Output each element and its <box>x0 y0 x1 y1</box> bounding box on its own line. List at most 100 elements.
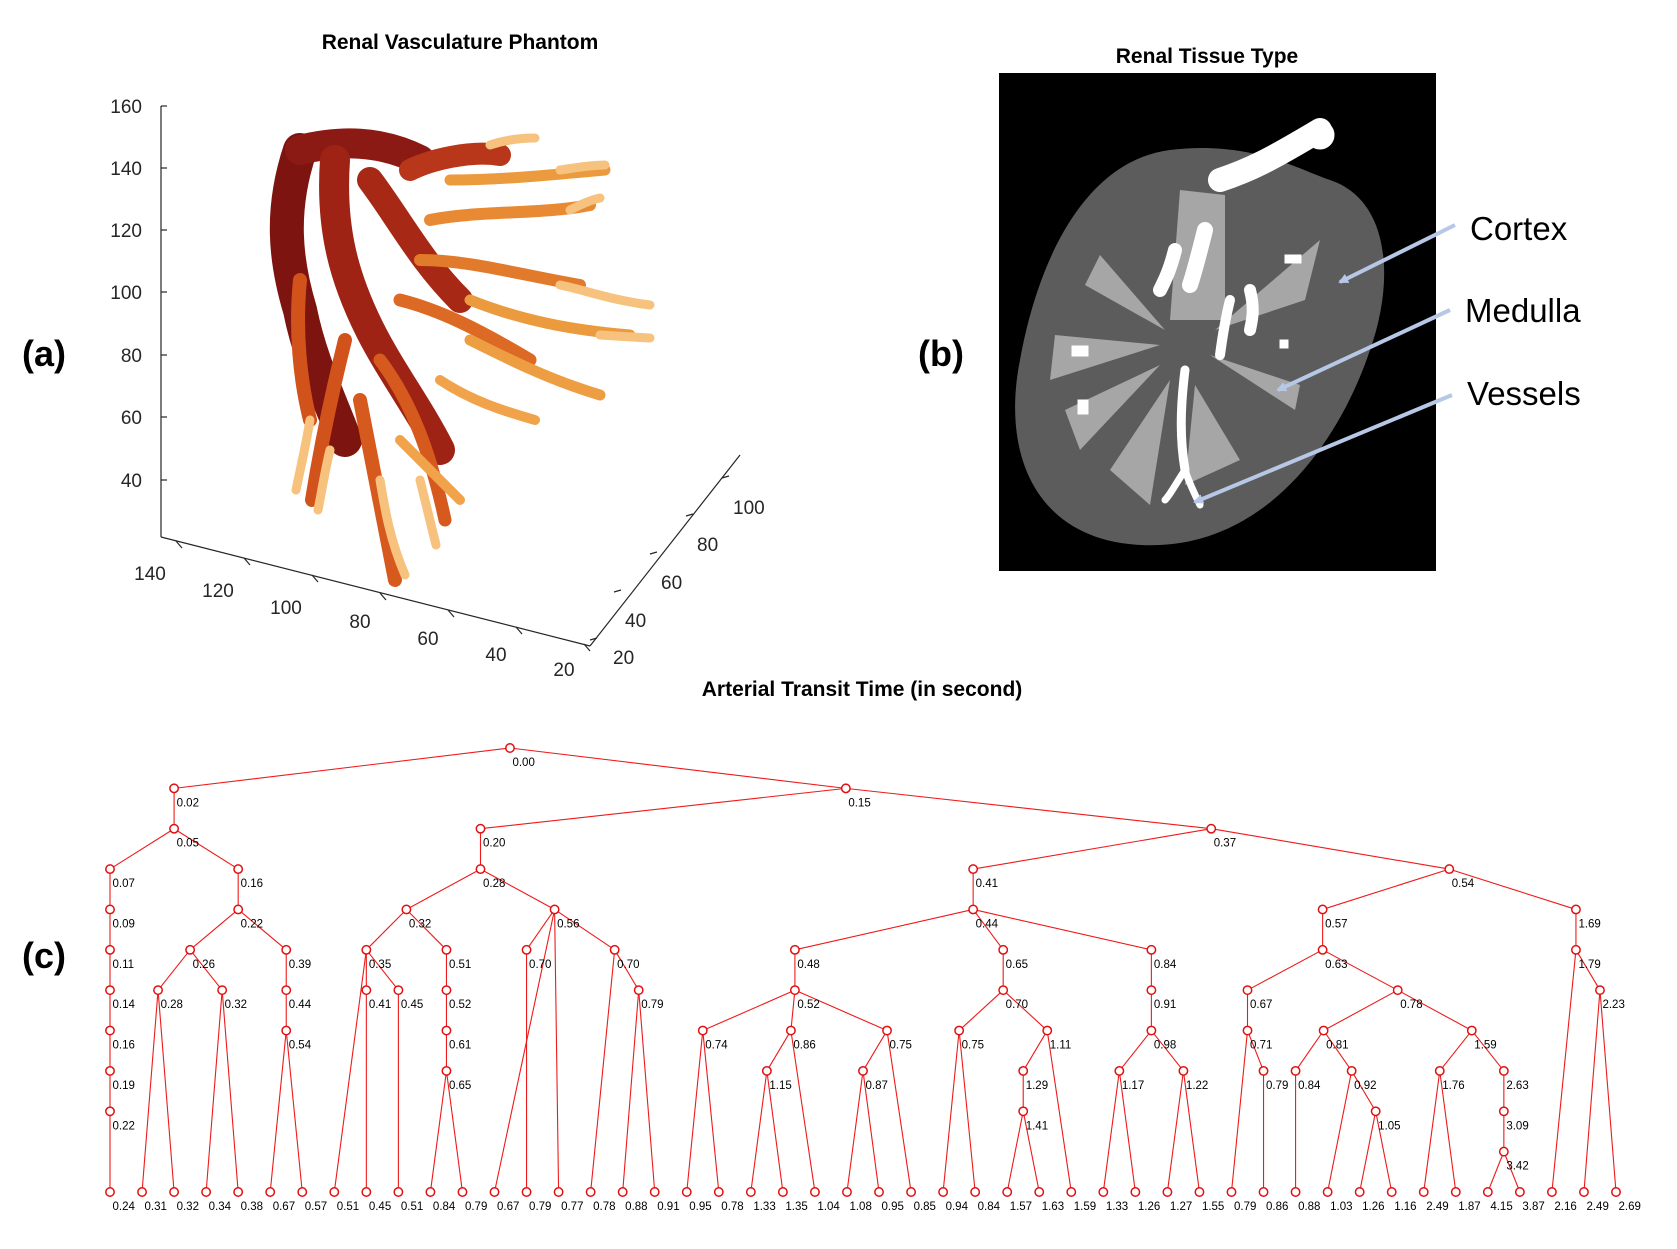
tree-node <box>361 985 372 996</box>
panel-a-title: Renal Vasculature Phantom <box>322 31 599 54</box>
tree-edge <box>285 1030 303 1193</box>
tree-node <box>217 985 228 996</box>
tree-node <box>521 944 532 955</box>
tree-node <box>153 985 164 996</box>
tree-node <box>633 985 644 996</box>
tree-node <box>882 1025 892 1036</box>
tree-node-label: 0.71 <box>1250 1040 1272 1052</box>
tree-node <box>361 944 372 955</box>
y-axis-line <box>589 454 741 647</box>
tree-edge <box>526 909 556 951</box>
tree-edge <box>1423 1070 1441 1193</box>
tree-node <box>697 1025 708 1036</box>
vessel-tree-render <box>269 128 655 587</box>
tree-edge <box>622 990 640 1193</box>
tree-node-label: 0.39 <box>289 959 311 971</box>
tree-node <box>1206 823 1217 834</box>
tree-edge <box>638 990 656 1193</box>
tree-edge <box>790 990 796 1031</box>
x-tick-120: 120 <box>202 581 234 602</box>
x-axis-line <box>160 536 591 647</box>
tree-node-label: 1.33 <box>1106 1201 1128 1213</box>
tree-node-label: 0.51 <box>401 1201 423 1213</box>
tree-node-label: 1.16 <box>1394 1201 1416 1213</box>
tree-edge <box>1359 1111 1377 1193</box>
vessel-tip-3 <box>375 475 410 580</box>
x-tick-40: 40 <box>485 645 506 666</box>
tree-edge <box>365 909 407 951</box>
tree-node <box>297 1187 308 1197</box>
tree-node-label: 0.22 <box>113 1120 135 1132</box>
tree-edge <box>157 949 191 991</box>
tree-node <box>1290 1187 1301 1197</box>
tree-edge <box>766 1070 784 1193</box>
tree-node-label: 2.63 <box>1506 1080 1528 1092</box>
tree-node-label: 0.67 <box>273 1201 295 1213</box>
tree-node <box>1130 1187 1141 1197</box>
tree-node <box>1498 1065 1509 1076</box>
tree-node-label: 0.88 <box>625 1201 647 1213</box>
tree-node <box>1018 1106 1029 1117</box>
tree-node <box>998 944 1009 955</box>
vessel-branch-8 <box>444 164 611 186</box>
tree-edge <box>1118 1070 1136 1193</box>
tree-edge <box>1046 1030 1072 1193</box>
tree-edge <box>590 949 616 1193</box>
tree-edge <box>1503 1151 1521 1193</box>
vessel-branch-5 <box>393 293 537 367</box>
tree-node <box>425 1187 436 1197</box>
tree-node-label: 1.57 <box>1010 1201 1032 1213</box>
tree-node-label: 0.38 <box>241 1201 263 1213</box>
vessel-tip-4 <box>415 475 441 550</box>
z-tick-80: 80 <box>121 346 142 367</box>
tree-node-label: 0.32 <box>409 918 431 930</box>
tree-edge <box>1006 1111 1024 1193</box>
tree-edge <box>886 1030 912 1193</box>
tree-node-label: 2.69 <box>1619 1201 1641 1213</box>
tree-node <box>938 1187 949 1197</box>
tree-node <box>785 1025 796 1036</box>
tree-node-label: 1.59 <box>1474 1040 1496 1052</box>
tree-node <box>1194 1187 1205 1197</box>
tree-node-label: 0.28 <box>483 878 505 890</box>
tree-node <box>1579 1187 1589 1197</box>
tree-edge <box>1487 1151 1505 1193</box>
panel-b-tissue-map: Renal Tissue Type <box>999 45 1581 571</box>
tree-edge <box>1246 1030 1265 1072</box>
tree-node <box>1466 1025 1477 1036</box>
x-tick-140: 140 <box>134 564 166 585</box>
tree-node-label: 0.91 <box>657 1201 679 1213</box>
tree-edge <box>750 1070 768 1193</box>
tree-edge <box>686 1030 704 1193</box>
tree-node <box>281 1025 292 1036</box>
tree-node-label: 0.95 <box>689 1201 711 1213</box>
vessel-trunk-4 <box>399 142 511 181</box>
tree-node-label: 0.78 <box>593 1201 615 1213</box>
tree-node <box>401 904 412 915</box>
tree-node <box>1570 944 1581 955</box>
z-tick-160: 160 <box>110 97 142 118</box>
tree-node <box>1354 1187 1365 1197</box>
tree-node <box>105 1187 115 1197</box>
tree-node <box>1146 985 1157 996</box>
tree-node-label: 0.54 <box>289 1040 312 1052</box>
tree-node <box>649 1187 660 1197</box>
y-tick-80: 80 <box>697 535 718 556</box>
panel-label-c: (c) <box>22 935 66 976</box>
tree-node-label: 0.65 <box>449 1080 471 1092</box>
tree-edge <box>1182 1070 1200 1193</box>
tree-node-label: 0.79 <box>529 1201 551 1213</box>
tree-node <box>874 1187 884 1197</box>
tree-node <box>265 1187 276 1197</box>
tree-node <box>1514 1187 1525 1197</box>
tree-edge <box>794 908 974 951</box>
tree-node <box>681 1187 692 1197</box>
vessel-tip-6 <box>565 193 605 215</box>
tree-node <box>1450 1187 1461 1197</box>
tree-node <box>745 1187 756 1197</box>
tree-node <box>105 1106 115 1117</box>
tree-node <box>809 1187 820 1197</box>
tree-node-label: 1.04 <box>817 1201 840 1213</box>
tree-node <box>1258 1065 1269 1076</box>
